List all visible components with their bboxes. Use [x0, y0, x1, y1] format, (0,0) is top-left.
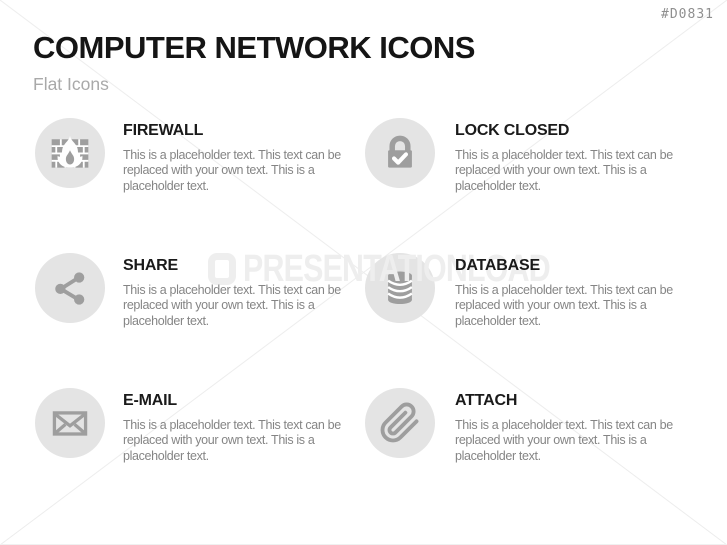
firewall-icon-glyph: [51, 135, 89, 168]
slide-title: COMPUTER NETWORK ICONS: [33, 30, 475, 65]
lock-closed-icon-glyph: [388, 135, 412, 168]
attach-icon-glyph: [380, 402, 419, 443]
product-code: #D0831: [661, 7, 714, 22]
share-icon: [35, 253, 105, 323]
item-body: This is a placeholder text. This text ca…: [455, 418, 673, 463]
item-title: FIREWALL: [123, 122, 204, 139]
item-title: SHARE: [123, 257, 179, 274]
item-body: This is a placeholder text. This text ca…: [123, 283, 341, 328]
email-icon: [35, 388, 105, 458]
item-title: E-MAIL: [123, 392, 177, 409]
item-body: This is a placeholder text. This text ca…: [455, 148, 673, 193]
item-body: This is a placeholder text. This text ca…: [123, 148, 341, 193]
item-title: ATTACH: [455, 392, 518, 409]
share-icon-glyph: [55, 272, 85, 305]
item-title: DATABASE: [455, 257, 540, 274]
database-icon: [365, 253, 435, 323]
email-icon-glyph: [52, 411, 88, 436]
firewall-icon: [35, 118, 105, 188]
attach-icon: [365, 388, 435, 458]
item-body: This is a placeholder text. This text ca…: [123, 418, 341, 463]
item-body: This is a placeholder text. This text ca…: [455, 283, 673, 328]
item-title: LOCK CLOSED: [455, 122, 570, 139]
lock-closed-icon: [365, 118, 435, 188]
slide-subtitle: Flat Icons: [33, 74, 109, 94]
database-icon-glyph: [387, 271, 413, 305]
